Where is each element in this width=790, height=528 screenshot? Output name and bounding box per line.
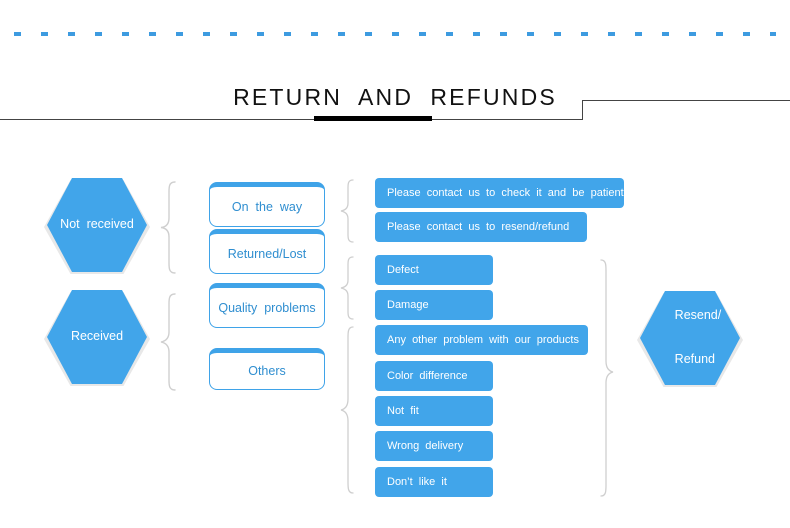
reason-box-quality-problems[interactable]: Quality problems bbox=[209, 283, 325, 328]
action-box-dont-like-it[interactable]: Don’t like it bbox=[375, 467, 493, 497]
action-box-contact-resend[interactable]: Please contact us to resend/refund bbox=[375, 212, 587, 242]
hexagon-resend-refund-line1: Resend/ bbox=[674, 308, 722, 323]
action-label-color-difference: Color difference bbox=[387, 370, 468, 382]
reason-label-on-the-way: On the way bbox=[231, 199, 303, 214]
brace-quality-group bbox=[338, 255, 356, 321]
header-rule-right bbox=[582, 100, 790, 101]
dotted-divider bbox=[14, 32, 776, 36]
brace-on-the-way-group bbox=[338, 178, 356, 244]
reason-box-returned-lost[interactable]: Returned/Lost bbox=[209, 229, 325, 274]
header-rule-riser bbox=[582, 100, 583, 120]
action-box-contact-check[interactable]: Please contact us to check it and be pat… bbox=[375, 178, 624, 208]
hexagon-not-received-label: Not received bbox=[60, 217, 134, 232]
action-box-any-other-problem[interactable]: Any other problem with our products bbox=[375, 325, 588, 355]
brace-resend-refund-group bbox=[598, 258, 616, 500]
action-label-contact-resend: Please contact us to resend/refund bbox=[387, 221, 570, 233]
brace-others-group bbox=[338, 325, 356, 497]
action-label-defect: Defect bbox=[387, 264, 419, 276]
hexagon-resend-refund[interactable]: Resend/ Refund bbox=[640, 291, 740, 385]
action-label-not-fit: Not fit bbox=[387, 405, 419, 417]
hexagon-resend-refund-label: Resend/ Refund bbox=[659, 291, 722, 385]
hexagon-received-label: Received bbox=[70, 329, 124, 344]
action-box-color-difference[interactable]: Color difference bbox=[375, 361, 493, 391]
reason-label-quality-problems: Quality problems bbox=[218, 300, 316, 315]
action-label-damage: Damage bbox=[387, 299, 429, 311]
reason-label-returned-lost: Returned/Lost bbox=[227, 246, 307, 261]
reason-box-others[interactable]: Others bbox=[209, 348, 325, 390]
page-header: RETURN AND REFUNDS bbox=[0, 84, 790, 128]
action-label-contact-check: Please contact us to check it and be pat… bbox=[387, 187, 624, 199]
reason-label-others: Others bbox=[248, 364, 286, 378]
hexagon-resend-refund-line2: Refund bbox=[674, 351, 715, 366]
action-label-dont-like-it: Don’t like it bbox=[387, 476, 447, 488]
page-title: RETURN AND REFUNDS bbox=[233, 84, 557, 110]
header-rule-left bbox=[0, 119, 583, 120]
action-label-wrong-delivery: Wrong delivery bbox=[387, 440, 464, 452]
brace-not-received bbox=[158, 180, 178, 275]
action-box-wrong-delivery[interactable]: Wrong delivery bbox=[375, 431, 493, 461]
action-box-damage[interactable]: Damage bbox=[375, 290, 493, 320]
action-box-not-fit[interactable]: Not fit bbox=[375, 396, 493, 426]
title-underline bbox=[314, 116, 432, 121]
action-box-defect[interactable]: Defect bbox=[375, 255, 493, 285]
reason-box-on-the-way[interactable]: On the way bbox=[209, 182, 325, 227]
action-label-any-other-problem: Any other problem with our products bbox=[387, 334, 579, 346]
brace-received bbox=[158, 292, 178, 392]
